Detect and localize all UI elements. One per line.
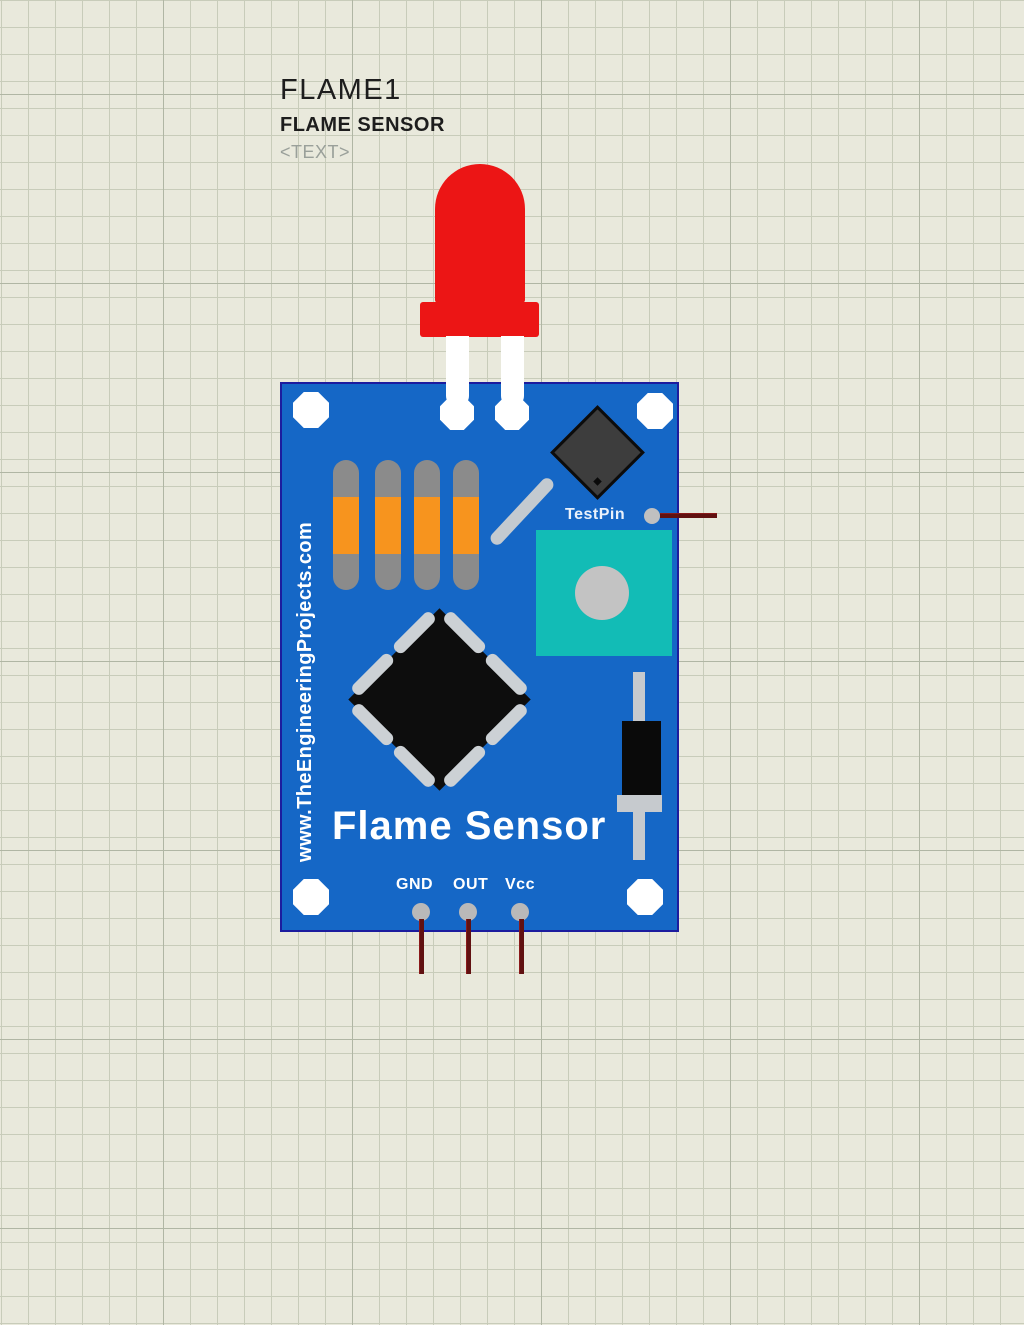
led-leg <box>446 336 469 406</box>
testpin-label: TestPin <box>565 506 626 523</box>
pin-pad-gnd[interactable] <box>412 903 430 921</box>
ic-pad <box>349 651 396 698</box>
led-leg <box>501 336 524 406</box>
mounting-hole-top-left <box>293 392 329 428</box>
potentiometer-knob <box>575 566 629 620</box>
part-value-label[interactable]: FLAME SENSOR <box>280 114 445 136</box>
flame-sensor-module[interactable]: www.TheEngineeringProjects.com TestPin <box>280 382 679 932</box>
resistor <box>453 460 479 590</box>
smd-chip <box>550 405 645 500</box>
resistor-band <box>333 497 359 554</box>
board-title-text: Flame Sensor <box>332 804 607 848</box>
ic-pad <box>441 609 488 656</box>
ic-pad <box>483 651 530 698</box>
led-solder-pad <box>440 396 474 430</box>
led-flange[interactable] <box>420 302 539 337</box>
resistor <box>375 460 401 590</box>
resistor-band <box>375 497 401 554</box>
testpin-pad[interactable] <box>644 508 660 524</box>
led-solder-pad <box>495 396 529 430</box>
ic-pad <box>391 609 438 656</box>
pin-pad-out[interactable] <box>459 903 477 921</box>
led-body[interactable] <box>435 164 525 303</box>
ic-pad <box>349 701 396 748</box>
diode-lead <box>633 672 645 724</box>
pin-label-vcc: Vcc <box>505 876 535 893</box>
diode-cathode-band <box>617 795 662 812</box>
potentiometer <box>536 530 672 656</box>
wire-gnd[interactable] <box>419 919 424 974</box>
ic-pad <box>391 743 438 790</box>
pin-label-gnd: GND <box>396 876 434 893</box>
resistor <box>414 460 440 590</box>
pin-pad-vcc[interactable] <box>511 903 529 921</box>
resistor-band <box>414 497 440 554</box>
part-reference-label[interactable]: FLAME1 <box>280 74 402 106</box>
wire-testpin[interactable] <box>660 513 717 518</box>
mounting-hole-top-right <box>637 393 673 429</box>
resistor-band <box>453 497 479 554</box>
wire-out[interactable] <box>466 919 471 974</box>
resistor <box>333 460 359 590</box>
pin-label-out: OUT <box>453 876 489 893</box>
chip-pin1-dot <box>593 477 602 486</box>
diode-lead <box>633 810 645 860</box>
website-silkscreen-text: www.TheEngineeringProjects.com <box>294 521 316 862</box>
part-text-placeholder[interactable]: <TEXT> <box>280 142 351 162</box>
wire-vcc[interactable] <box>519 919 524 974</box>
mounting-hole-bottom-right <box>627 879 663 915</box>
ic-pad <box>441 743 488 790</box>
diode-body <box>622 721 661 795</box>
main-ic-chip <box>348 608 531 791</box>
ic-pad <box>483 701 530 748</box>
mounting-hole-bottom-left <box>293 879 329 915</box>
